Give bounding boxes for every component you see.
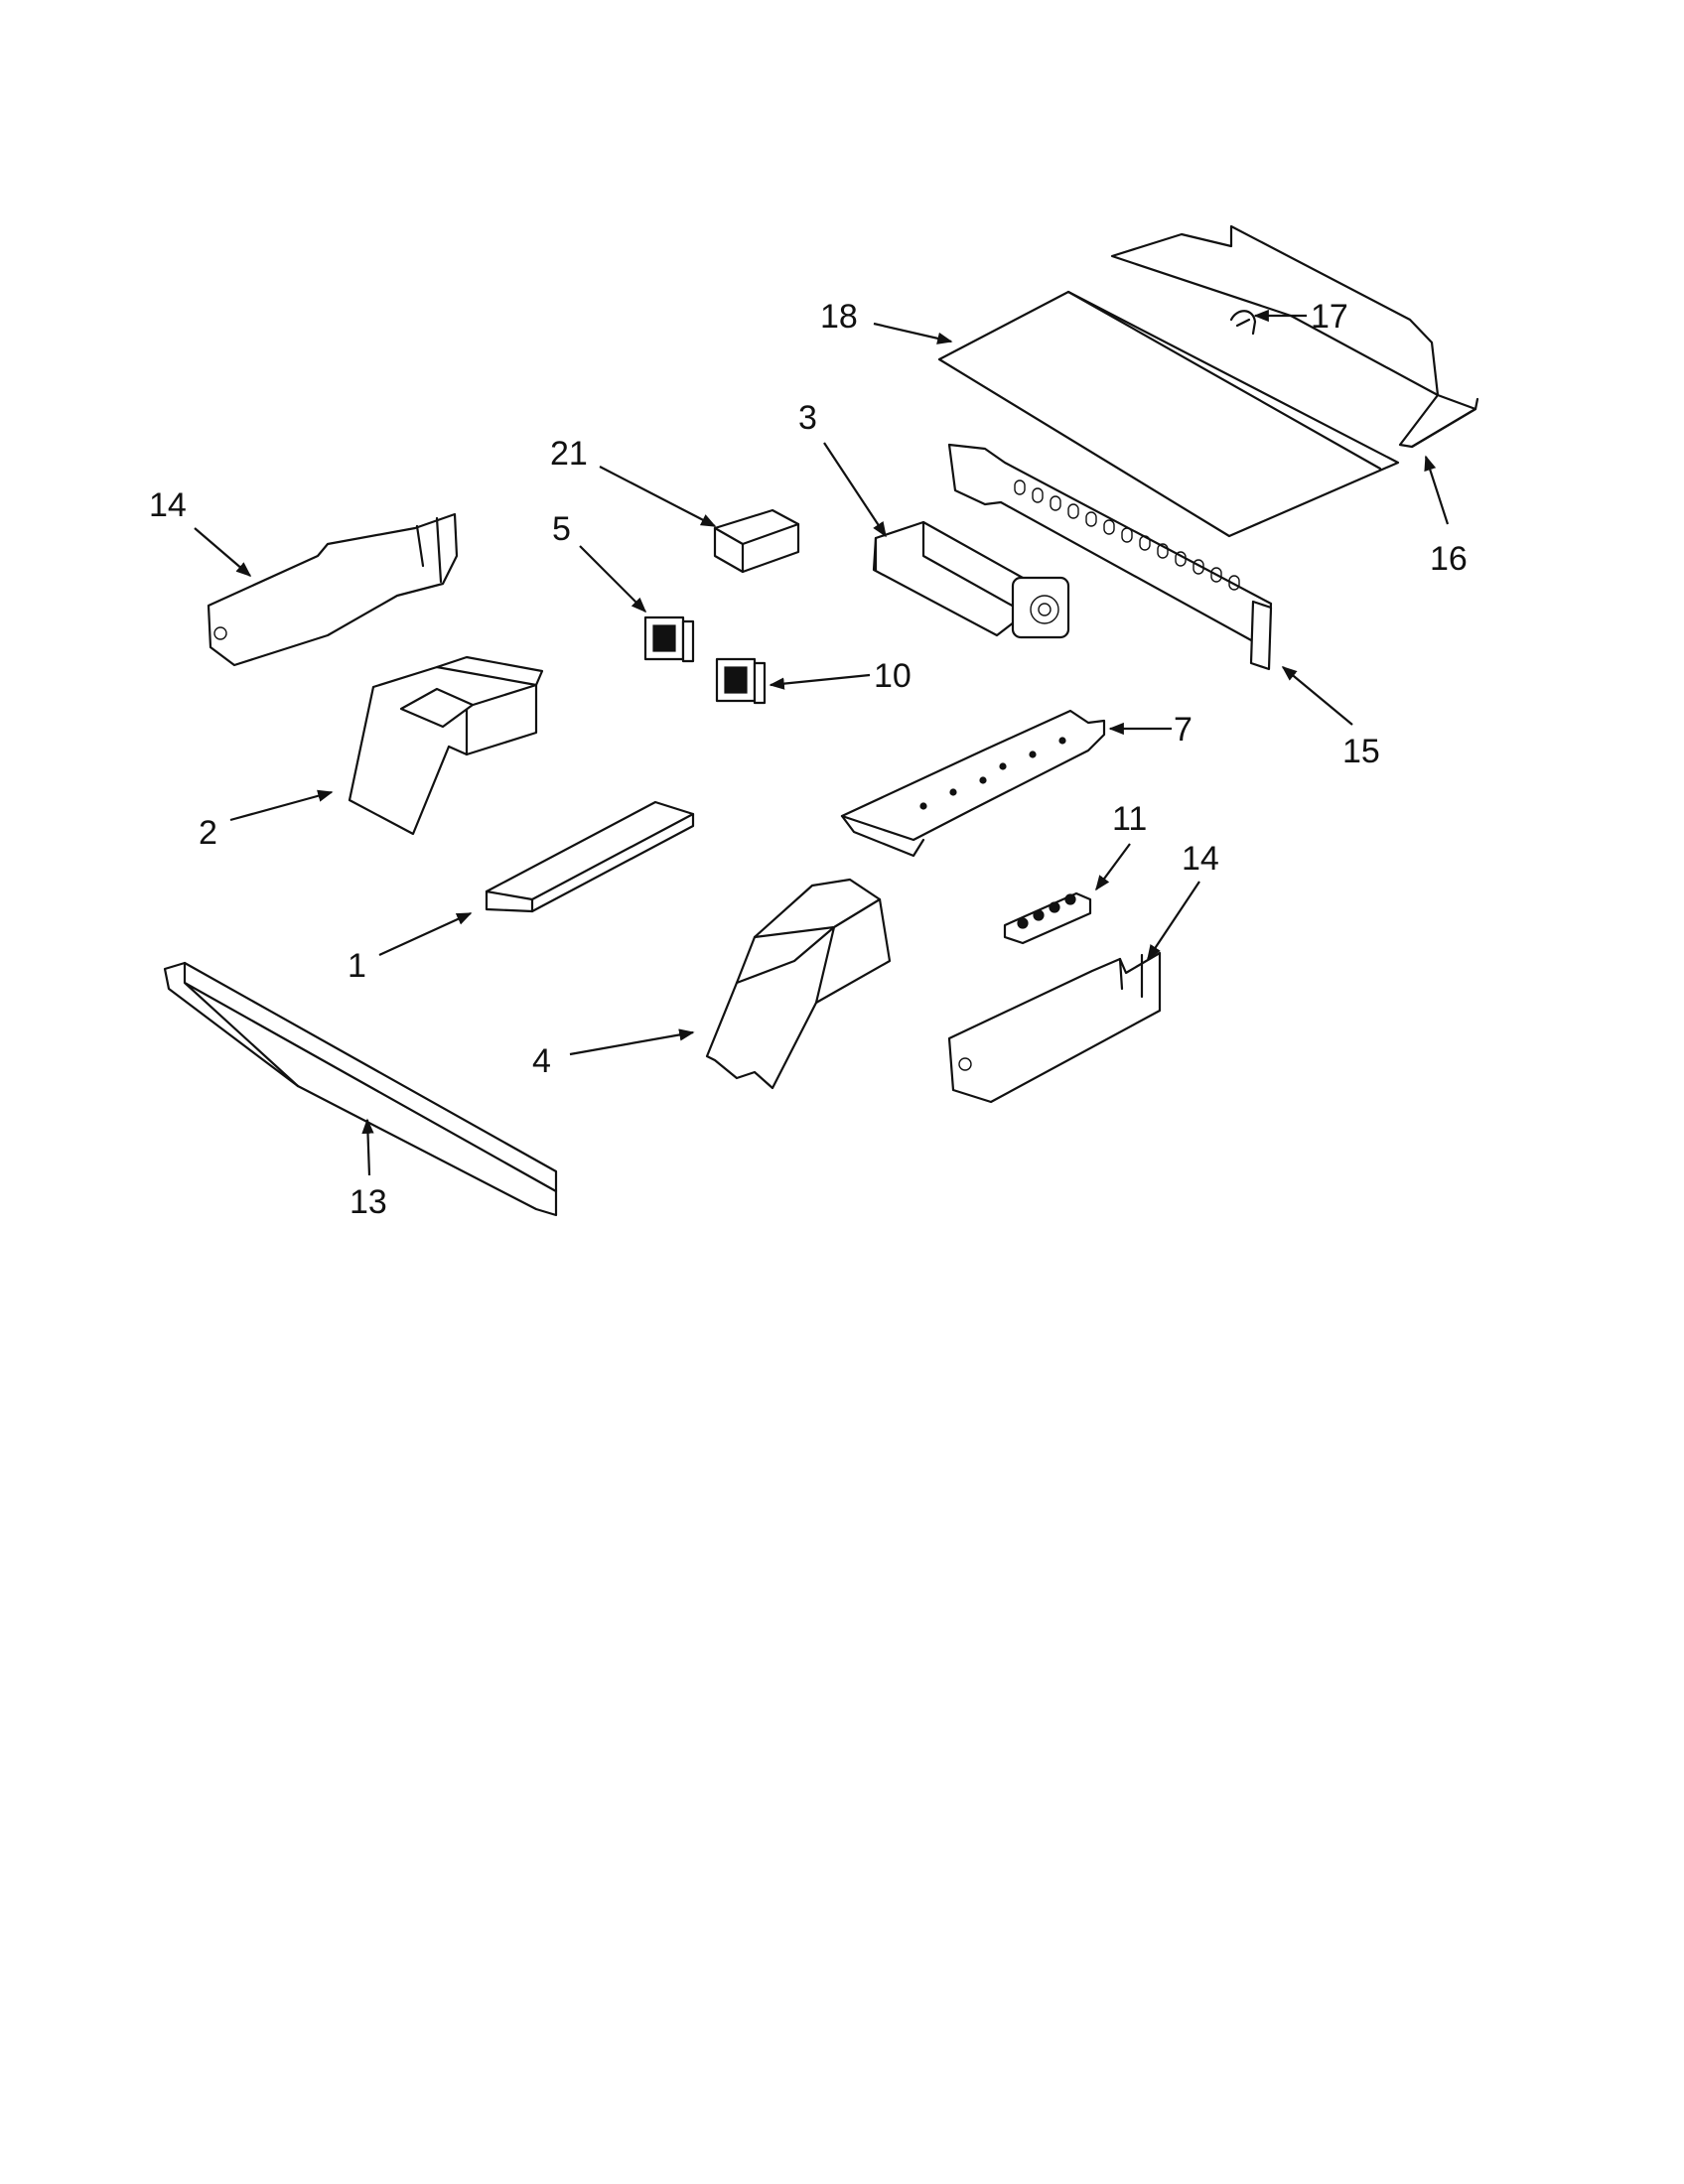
part-14-right-bracket	[947, 951, 1162, 1104]
callout-14-left: 14	[149, 486, 187, 524]
leader-11	[1095, 843, 1131, 891]
leader-4	[569, 1028, 695, 1056]
leader-3	[823, 442, 887, 538]
callout-4: 4	[532, 1042, 551, 1080]
part-16-top-panel	[1110, 224, 1479, 449]
callout-2: 2	[199, 814, 217, 852]
part-10-switch	[715, 657, 767, 705]
part-14-left-bracket	[207, 512, 459, 667]
part-4-trough	[705, 878, 892, 1090]
leader-21	[599, 466, 717, 527]
callout-labels: 18 17 16 21 3 14 5 10 15 7 2 11 14 1 4 1…	[149, 298, 1468, 1221]
callout-11: 11	[1112, 800, 1147, 838]
callout-15: 15	[1342, 733, 1380, 770]
leader-15	[1281, 666, 1353, 726]
part-13-rail	[163, 961, 558, 1217]
callout-3: 3	[798, 399, 817, 437]
leader-2	[229, 789, 334, 822]
part-18-cover-panel	[937, 290, 1400, 538]
part-5-switch	[643, 615, 695, 663]
leader-18	[873, 322, 953, 344]
part-7-bracket-plate	[840, 709, 1106, 858]
leader-1	[378, 911, 473, 957]
callout-21: 21	[550, 435, 588, 473]
leader-13	[361, 1118, 374, 1176]
callout-10: 10	[874, 657, 912, 695]
leader-lines	[194, 309, 1450, 1176]
callout-18: 18	[820, 298, 858, 336]
leader-14-right	[1147, 881, 1200, 961]
part-21-block	[713, 508, 800, 574]
part-17-clip	[1229, 310, 1257, 336]
leader-5	[579, 545, 647, 614]
part-1-strip	[485, 800, 695, 913]
callout-17: 17	[1311, 298, 1348, 336]
callout-1: 1	[348, 947, 366, 985]
callout-16: 16	[1430, 540, 1468, 578]
part-2-duct	[348, 655, 544, 836]
part-15-vented-channel	[947, 443, 1273, 671]
leader-14-left	[194, 527, 252, 578]
part-3-valve-assembly	[872, 520, 1070, 639]
callout-13: 13	[350, 1183, 387, 1221]
leader-10	[769, 673, 871, 690]
part-11-terminal-block	[1003, 891, 1092, 945]
callout-7: 7	[1174, 711, 1193, 749]
callout-14-right: 14	[1182, 840, 1219, 878]
leader-16	[1424, 455, 1450, 525]
callout-5: 5	[552, 510, 571, 548]
